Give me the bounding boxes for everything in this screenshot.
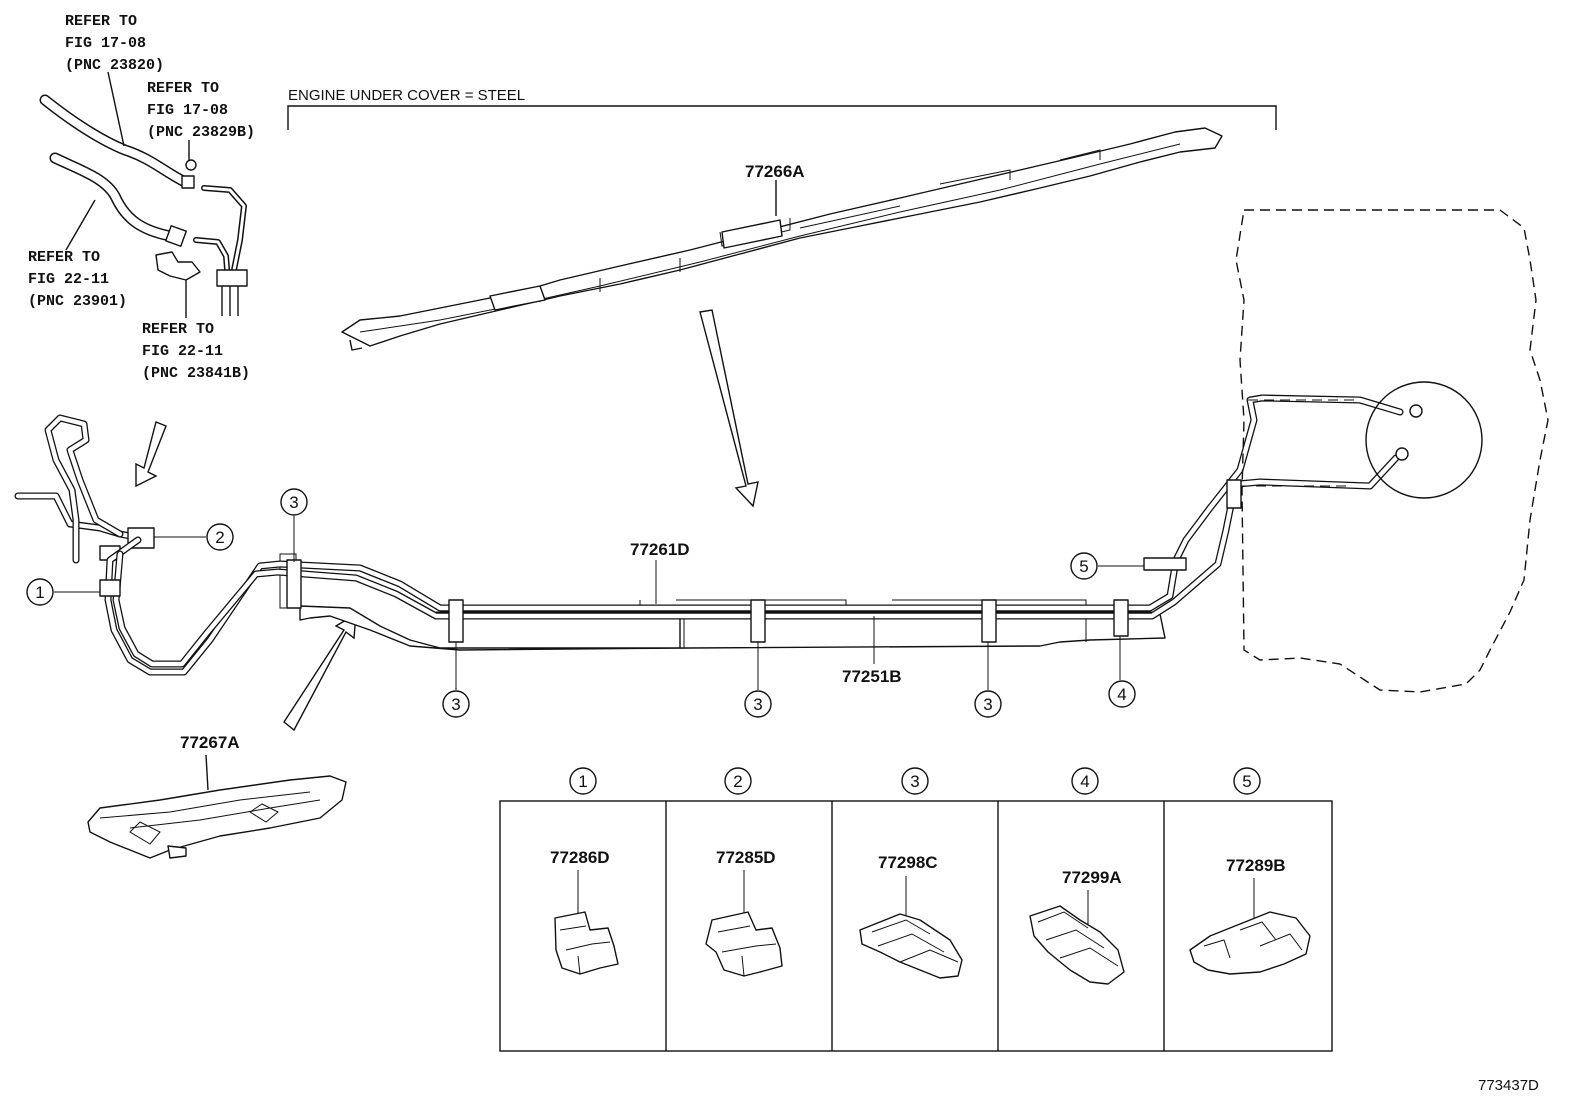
clamp-table: 1 77286D 2 77285D 3 77298C [499,767,1333,1052]
engine-cover-bracket: ENGINE UNDER COVER = STEEL [287,87,1277,130]
under-cover-77267a [87,754,347,859]
note-line: (PNC 23901) [28,293,127,310]
clamp-cell-4: 4 77299A [1029,767,1125,985]
callout-number: 1 [35,583,44,602]
note-line: FIG 22-11 [28,271,109,288]
callout-number: 2 [215,528,224,547]
note-line: REFER TO [65,13,137,30]
note-line: (PNC 23841B) [142,365,250,382]
callout-1: 1 [26,578,54,606]
note-line: REFER TO [142,321,214,338]
callout-3: 3 [442,690,470,718]
clamp-cell-1: 1 77286D [550,767,619,975]
callout-number: 5 [1242,772,1251,791]
clamp-1-marker [99,579,121,597]
arrow-down-left [135,421,167,488]
clamp-3-marker [286,559,302,609]
callout-5: 5 [1070,552,1098,580]
note-line: REFER TO [147,80,219,97]
part-label-77266a: 77266A [745,162,805,181]
callout-4: 4 [1108,680,1136,708]
callout-2: 2 [206,523,234,551]
note-ref-17-08-23820: REFER TO FIG 17-08 (PNC 23820) [65,13,164,74]
part-label-77261d: 77261D [630,540,690,559]
clamp-77285d-icon [705,911,783,977]
note-line: REFER TO [28,249,100,266]
note-ref-22-11-23901: REFER TO FIG 22-11 (PNC 23901) [28,249,127,310]
figure-id: 773437D [1478,1077,1539,1094]
clamp-cell-5: 5 77289B [1189,767,1311,975]
under-cover-77266a [341,127,1223,351]
callout-number: 3 [753,695,762,714]
callout-3: 3 [744,690,772,718]
clamp-3-marker [750,599,766,643]
fuel-tank [1235,209,1549,693]
clamp-77289b-icon [1189,911,1311,975]
callout-number: 3 [289,493,298,512]
callout-number: 3 [983,695,992,714]
callout-3: 3 [974,690,1002,718]
callout-number: 3 [910,772,919,791]
arrow-front-cover [283,612,357,732]
clamp-77299a-icon [1029,905,1125,985]
clamp-table-frame [499,800,1333,1052]
clamp-part-number: 77299A [1062,868,1122,887]
callout-3: 3 [280,488,308,516]
clamp-cell-3: 3 77298C [859,767,963,979]
left-hose-loop [14,414,155,564]
clamp-5-marker [1143,557,1187,571]
arrow-down-to-tube [699,309,759,508]
callout-number: 1 [578,772,587,791]
part-label-77251b: 77251B [842,667,902,686]
clamp-part-number: 77285D [716,848,776,867]
clamp-part-number: 77298C [878,853,938,872]
clamp-77298c-icon [859,913,963,979]
engine-cover-label: ENGINE UNDER COVER = STEEL [288,87,525,104]
clamp-cell-2: 2 77285D [705,767,783,977]
note-line: FIG 22-11 [142,343,223,360]
note-line: FIG 17-08 [65,35,146,52]
part-label-77267a: 77267A [180,733,240,752]
clamp-3-marker [981,599,997,643]
callout-number: 4 [1080,772,1089,791]
clamp-marker [1226,479,1242,509]
clamp-4-marker [1113,599,1129,637]
callout-number: 5 [1079,557,1088,576]
callout-number: 2 [733,772,742,791]
note-line: (PNC 23829B) [147,124,255,141]
callout-number: 4 [1117,685,1126,704]
note-ref-22-11-23841b: REFER TO FIG 22-11 (PNC 23841B) [142,321,250,382]
note-line: FIG 17-08 [147,102,228,119]
tube-clamps [99,479,1242,643]
note-line: (PNC 23820) [65,57,164,74]
note-ref-17-08-23829b: REFER TO FIG 17-08 (PNC 23829B) [147,80,255,141]
clamp-part-number: 77286D [550,848,610,867]
reference-hoses [39,71,248,318]
clamp-77286d-icon [554,911,619,975]
leader-lines [54,516,1144,690]
clamp-3-marker [448,599,464,643]
clamp-part-number: 77289B [1226,856,1286,875]
callout-number: 3 [451,695,460,714]
